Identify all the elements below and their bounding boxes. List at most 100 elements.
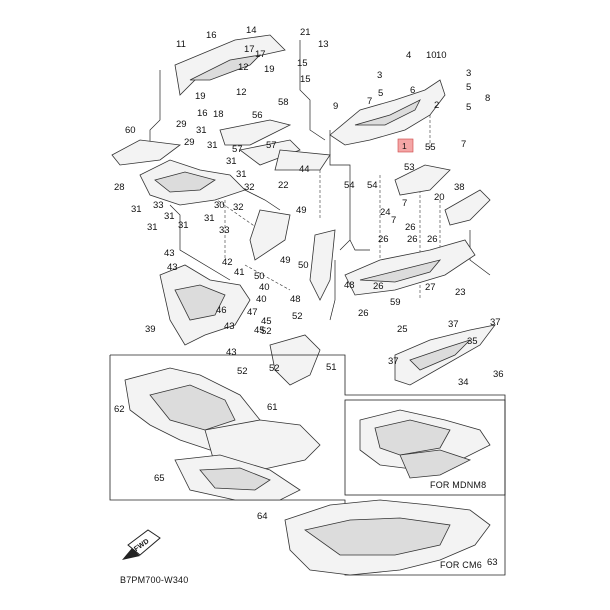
callout-16-9: 16: [197, 108, 208, 119]
callout-26-15: 26: [373, 281, 384, 292]
callout-59: 59: [390, 297, 401, 308]
highlight-part-1: [397, 138, 414, 153]
lower-section: [109, 354, 506, 576]
callout-49: 49: [296, 205, 307, 216]
callout-57: 57: [266, 140, 277, 151]
callout-41: 41: [234, 267, 245, 278]
callout-11: 11: [176, 39, 186, 50]
callout-26-14: 26: [407, 234, 418, 245]
callout-51: 51: [326, 362, 337, 373]
callout-27: 27: [425, 282, 436, 293]
callout-63: 63: [487, 557, 498, 568]
callout-56: 56: [252, 110, 263, 121]
callout-43-29: 43: [224, 321, 235, 332]
callout-33-27: 33: [219, 225, 230, 236]
callout-57-39: 57: [232, 144, 243, 155]
callout-18: 18: [213, 109, 224, 120]
callout-26-12: 26: [405, 222, 416, 233]
callout-15: 15: [300, 74, 311, 85]
callout-45-32: 45: [254, 325, 265, 336]
callout-12-7: 12: [238, 62, 249, 73]
callout-24: 24: [380, 207, 391, 218]
callout-54-44: 54: [344, 180, 355, 191]
callout-52-37: 52: [269, 363, 280, 374]
callout-52-38: 52: [237, 366, 248, 377]
callout-21: 21: [300, 27, 311, 38]
callout-61: 61: [267, 402, 278, 413]
callout-52: 52: [261, 326, 272, 337]
callout-60: 60: [125, 125, 136, 136]
callout-48: 48: [290, 294, 301, 305]
callout-7-40: 7: [402, 198, 407, 209]
callout-50: 50: [254, 271, 265, 282]
callout-26: 26: [378, 234, 389, 245]
callout-31-24: 31: [236, 169, 247, 180]
callout-15-8: 15: [297, 58, 308, 69]
callout-46: 46: [216, 305, 227, 316]
callout-26-13: 26: [427, 234, 438, 245]
callout-44: 44: [299, 164, 310, 175]
callout-8: 8: [485, 93, 490, 104]
callout-43-30: 43: [226, 347, 237, 358]
callout-14: 14: [246, 25, 257, 36]
callout-31: 31: [131, 204, 142, 215]
callout-31-20: 31: [147, 222, 158, 233]
callout-29: 29: [176, 119, 187, 130]
callout-31-22: 31: [204, 213, 215, 224]
diagram-id-caption: B7PM700-W340: [120, 575, 188, 585]
callout-7: 7: [461, 139, 466, 150]
variant-mdnm8-caption: FOR MDNM8: [430, 480, 486, 490]
callout-45: 45: [261, 316, 272, 327]
callout-12: 12: [236, 87, 247, 98]
callout-17: 17: [255, 49, 266, 60]
callout-43: 43: [164, 248, 175, 259]
callout-7-5: 7: [391, 215, 396, 226]
callout-39: 39: [145, 324, 156, 335]
callout-3: 3: [377, 70, 382, 81]
callout-35: 35: [467, 336, 478, 347]
mdnm8-box: [344, 399, 506, 496]
callout-38: 38: [454, 182, 465, 193]
callout-28: 28: [114, 182, 125, 193]
callout-25: 25: [397, 324, 408, 335]
callout-3-2: 3: [466, 68, 471, 79]
callout-53: 53: [404, 162, 415, 173]
callout-31-18: 31: [196, 125, 207, 136]
callout-5-3: 5: [466, 82, 471, 93]
callout-42: 42: [222, 257, 233, 268]
callout-4: 4: [406, 50, 411, 61]
callout-32-26: 32: [233, 202, 244, 213]
callout-19-11: 19: [264, 64, 275, 75]
callout-33: 33: [153, 200, 164, 211]
callout-50-35: 50: [298, 260, 309, 271]
callout-22: 22: [278, 180, 289, 191]
callout-40: 40: [259, 282, 270, 293]
callout-62: 62: [114, 404, 125, 415]
callout-32: 32: [244, 182, 255, 193]
callout-30: 30: [214, 200, 225, 211]
callout-7-4: 7: [367, 96, 372, 107]
callout-40-28: 40: [256, 294, 267, 305]
callout-37-42: 37: [490, 317, 501, 328]
callout-48-33: 48: [344, 280, 355, 291]
callout-31-23: 31: [226, 156, 237, 167]
callout-5: 5: [378, 88, 383, 99]
callout-20: 20: [434, 192, 445, 203]
callout-19: 19: [195, 91, 206, 102]
highlight-callout-1: 1: [402, 141, 407, 151]
variant-cm6-caption: FOR CM6: [440, 560, 482, 570]
callout-29-17: 29: [184, 137, 195, 148]
callout-16: 16: [206, 30, 217, 41]
callout-6: 6: [410, 85, 415, 96]
callout-17-10: 17: [244, 44, 255, 55]
callout-64: 64: [257, 511, 268, 522]
callout-54: 54: [367, 180, 378, 191]
callout-52-36: 52: [292, 311, 303, 322]
callout-13: 13: [318, 39, 329, 50]
callout-23: 23: [455, 287, 466, 298]
callout-47: 47: [247, 307, 258, 318]
callout-31-25: 31: [207, 140, 218, 151]
fwd-arrow-icon: [122, 529, 161, 560]
